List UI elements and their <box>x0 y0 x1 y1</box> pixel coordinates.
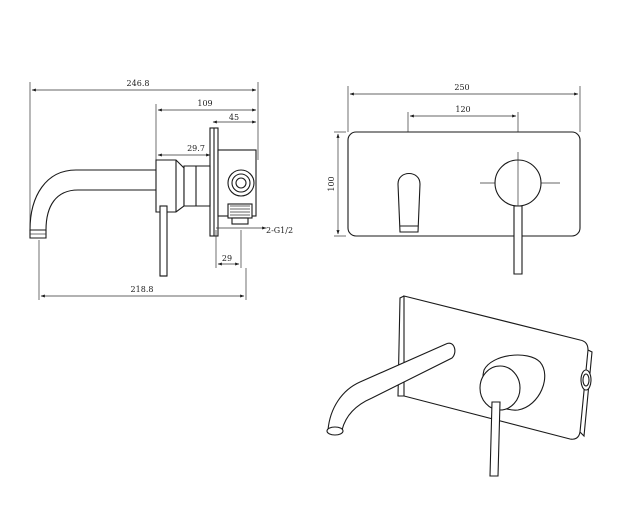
dim-plate-height-label: 100 <box>327 176 336 191</box>
thread-inlet <box>227 203 253 225</box>
front-view: 250 120 100 <box>327 83 581 275</box>
spout-front <box>397 172 421 233</box>
dim-plate-width-label: 250 <box>454 83 469 92</box>
handle-body <box>183 165 211 207</box>
dim-overall-length: 246.8 <box>29 79 259 238</box>
dim-spout-reach: 218.8 <box>38 240 247 300</box>
handle-lever-side <box>159 205 168 277</box>
perspective-view <box>326 295 593 477</box>
spout-arm <box>29 169 156 231</box>
dim-plate-height: 100 <box>327 131 346 237</box>
dim-body-depth: 45 <box>212 113 257 124</box>
dim-body-depth-label: 45 <box>229 113 239 122</box>
plate-front <box>347 131 581 237</box>
dim-plate-width: 250 <box>347 83 581 132</box>
dim-thread-label: 2-G1/2 <box>266 226 293 235</box>
dim-spout-reach-label: 218.8 <box>131 285 154 294</box>
dim-centers-label: 120 <box>455 105 470 114</box>
dim-wall-to-spout-label: 109 <box>197 99 212 108</box>
dim-handle-offset-label: 29.7 <box>187 144 205 153</box>
spout-connector <box>155 159 185 213</box>
handle-front <box>480 152 560 275</box>
dim-handle-offset: 29.7 <box>157 144 211 157</box>
dim-bottom-small-label: 29 <box>222 254 232 263</box>
dim-bottom-small: 29 <box>215 230 242 268</box>
handle-perspective <box>479 354 546 477</box>
side-view: 246.8 109 45 29.7 <box>29 79 293 300</box>
dim-thread: 2-G1/2 <box>216 226 293 235</box>
dim-overall-length-label: 246.8 <box>127 79 150 88</box>
spout-perspective <box>327 342 456 431</box>
dim-wall-to-spout: 109 <box>155 99 257 160</box>
